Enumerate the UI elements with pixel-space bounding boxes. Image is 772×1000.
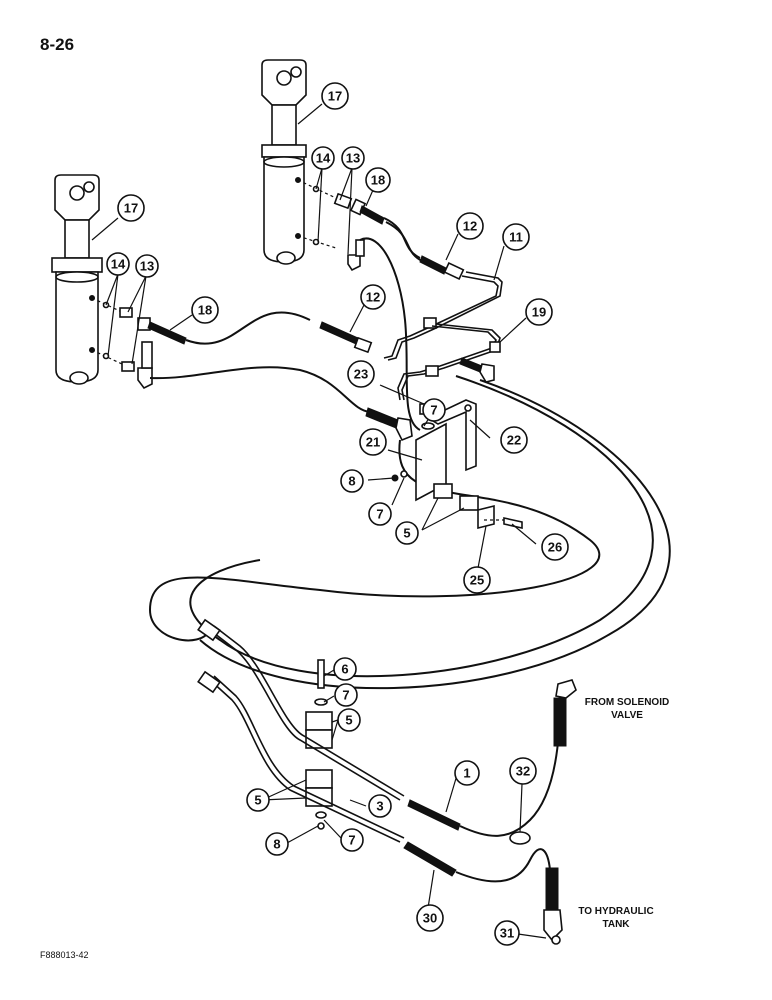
svg-text:22: 22 [507, 433, 521, 448]
callout-21: 21 [359, 428, 387, 456]
callout-13-lower: 13 [135, 254, 159, 278]
callout-31: 31 [494, 920, 520, 946]
leader-lines [91, 103, 547, 939]
callout-5-b: 5 [337, 708, 361, 732]
figure-code: F888013-42 [40, 950, 89, 960]
callout-7-d: 7 [340, 828, 364, 852]
callout-1: 1 [454, 760, 480, 786]
callout-7-c: 7 [334, 683, 358, 707]
lower-clamp-assembly [197, 618, 577, 945]
svg-text:17: 17 [328, 89, 342, 104]
callout-13-upper: 13 [341, 146, 365, 170]
callout-26: 26 [541, 533, 569, 561]
callout-25: 25 [463, 566, 491, 594]
callout-3: 3 [368, 794, 392, 818]
svg-text:17: 17 [124, 201, 138, 216]
callout-30: 30 [416, 904, 444, 932]
from-solenoid-label-line1: FROM SOLENOID [585, 697, 669, 708]
callout-22: 22 [500, 426, 528, 454]
callout-18-upper: 18 [365, 167, 391, 193]
callout-14-lower: 14 [106, 252, 130, 276]
page-number: 8-26 [40, 35, 74, 54]
callout-6: 6 [333, 657, 357, 681]
from-solenoid-label-line2: VALVE [611, 710, 643, 721]
upper-hydraulic-cylinder [261, 59, 307, 265]
svg-text:12: 12 [366, 290, 380, 305]
svg-text:12: 12 [463, 219, 477, 234]
svg-text:25: 25 [470, 573, 484, 588]
callout-5-c: 5 [246, 788, 270, 812]
callout-23: 23 [347, 360, 375, 388]
svg-text:7: 7 [376, 507, 383, 522]
svg-text:6: 6 [341, 662, 348, 677]
svg-text:5: 5 [345, 713, 352, 728]
svg-text:23: 23 [354, 367, 368, 382]
svg-text:19: 19 [532, 305, 546, 320]
svg-text:18: 18 [198, 303, 212, 318]
svg-text:14: 14 [316, 151, 331, 166]
svg-text:1: 1 [463, 766, 470, 781]
svg-text:11: 11 [509, 230, 523, 245]
callout-12-upper: 12 [456, 212, 484, 240]
lower-hydraulic-cylinder [51, 174, 103, 385]
callout-19: 19 [525, 298, 553, 326]
callout-18-lower: 18 [191, 296, 219, 324]
to-tank-label-line1: TO HYDRAULIC [578, 906, 653, 917]
svg-text:8: 8 [273, 837, 280, 852]
svg-text:7: 7 [348, 833, 355, 848]
callout-12-lower: 12 [360, 284, 386, 310]
svg-text:14: 14 [111, 257, 126, 272]
svg-text:32: 32 [516, 764, 530, 779]
svg-text:26: 26 [548, 540, 562, 555]
callout-17-upper: 17 [321, 82, 349, 110]
svg-text:7: 7 [342, 688, 349, 703]
svg-text:7: 7 [430, 403, 437, 418]
callout-11: 11 [502, 223, 530, 251]
svg-text:30: 30 [423, 911, 437, 926]
to-tank-label-line2: TANK [602, 919, 630, 930]
callout-5-a: 5 [395, 521, 419, 545]
svg-text:8: 8 [348, 474, 355, 489]
svg-text:18: 18 [371, 173, 385, 188]
svg-text:3: 3 [376, 799, 383, 814]
svg-text:21: 21 [366, 435, 380, 450]
svg-text:13: 13 [346, 151, 360, 166]
lower-fittings [91, 297, 153, 390]
callout-7-b: 7 [368, 502, 392, 526]
callout-14-upper: 14 [311, 146, 335, 170]
callout-7-a: 7 [422, 398, 446, 422]
callout-32: 32 [509, 757, 537, 785]
svg-text:5: 5 [403, 526, 410, 541]
hose-lines [147, 217, 671, 690]
svg-text:13: 13 [140, 259, 154, 274]
svg-text:5: 5 [254, 793, 261, 808]
steel-tubes [383, 271, 503, 401]
callout-17-lower: 17 [117, 194, 145, 222]
callout-8-b: 8 [265, 832, 289, 856]
callout-8-a: 8 [340, 469, 364, 493]
svg-text:31: 31 [500, 926, 514, 941]
